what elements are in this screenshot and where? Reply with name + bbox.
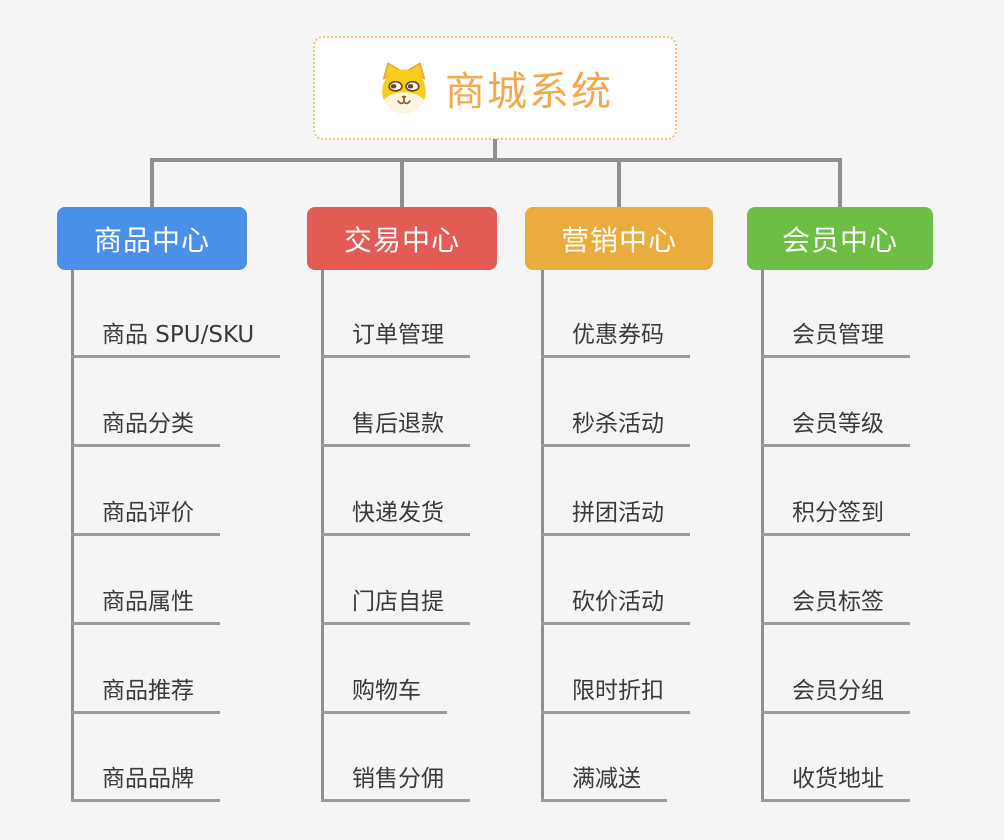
connector-drop-marketing xyxy=(617,158,621,207)
column-product-items: 商品 SPU/SKU 商品分类 商品评价 商品属性 商品推荐 商品品牌 xyxy=(71,270,321,810)
subtopic-store-pickup[interactable]: 门店自提 xyxy=(321,582,470,625)
subtopic-member-tag[interactable]: 会员标签 xyxy=(761,582,910,625)
branch-label: 商品中心 xyxy=(93,223,210,257)
branch-trade-center[interactable]: 交易中心 xyxy=(307,207,497,270)
subtopic-product-category[interactable]: 商品分类 xyxy=(71,404,220,447)
connector-horizontal xyxy=(150,158,842,162)
subtopic-product-spu-sku[interactable]: 商品 SPU/SKU xyxy=(71,315,281,358)
root-topic-title: 商城系统 xyxy=(445,69,613,115)
column-member-items: 会员管理 会员等级 积分签到 会员标签 会员分组 收货地址 xyxy=(761,270,1004,810)
branch-label: 营销中心 xyxy=(560,223,677,257)
subtopic-order-management[interactable]: 订单管理 xyxy=(321,315,470,358)
connector-drop-trade xyxy=(400,158,404,207)
subtopic-limited-time-discount[interactable]: 限时折扣 xyxy=(541,671,690,714)
column-trade-items: 订单管理 售后退款 快递发货 门店自提 购物车 销售分佣 xyxy=(321,270,571,810)
subtopic-member-level[interactable]: 会员等级 xyxy=(761,404,910,447)
subtopic-coupon-code[interactable]: 优惠券码 xyxy=(541,315,690,358)
column-marketing-items: 优惠券码 秒杀活动 拼团活动 砍价活动 限时折扣 满减送 xyxy=(541,270,791,810)
shiba-dog-icon xyxy=(377,61,431,115)
subtopic-member-management[interactable]: 会员管理 xyxy=(761,315,910,358)
subtopic-member-group[interactable]: 会员分组 xyxy=(761,671,910,714)
subtopic-bargain-activity[interactable]: 砍价活动 xyxy=(541,582,690,625)
subtopic-points-checkin[interactable]: 积分签到 xyxy=(761,493,910,536)
subtopic-product-brand[interactable]: 商品品牌 xyxy=(71,759,220,802)
subtopic-aftersale-refund[interactable]: 售后退款 xyxy=(321,404,470,447)
branch-marketing-center[interactable]: 营销中心 xyxy=(525,207,713,270)
subtopic-full-reduction[interactable]: 满减送 xyxy=(541,759,667,802)
branch-label: 交易中心 xyxy=(343,223,460,257)
subtopic-shipping-address[interactable]: 收货地址 xyxy=(761,759,910,802)
root-topic[interactable]: 商城系统 xyxy=(313,36,677,140)
subtopic-express-delivery[interactable]: 快递发货 xyxy=(321,493,470,536)
subtopic-group-buy[interactable]: 拼团活动 xyxy=(541,493,690,536)
subtopic-product-attribute[interactable]: 商品属性 xyxy=(71,582,220,625)
branch-label: 会员中心 xyxy=(781,223,898,257)
subtopic-shopping-cart[interactable]: 购物车 xyxy=(321,671,447,714)
subtopic-product-recommend[interactable]: 商品推荐 xyxy=(71,671,220,714)
connector-drop-member xyxy=(838,158,842,207)
subtopic-flash-sale[interactable]: 秒杀活动 xyxy=(541,404,690,447)
subtopic-product-review[interactable]: 商品评价 xyxy=(71,493,220,536)
branch-product-center[interactable]: 商品中心 xyxy=(57,207,247,270)
connector-drop-product xyxy=(150,158,154,207)
connector-root-trunk xyxy=(493,139,497,160)
branch-member-center[interactable]: 会员中心 xyxy=(747,207,933,270)
subtopic-sales-commission[interactable]: 销售分佣 xyxy=(321,759,470,802)
